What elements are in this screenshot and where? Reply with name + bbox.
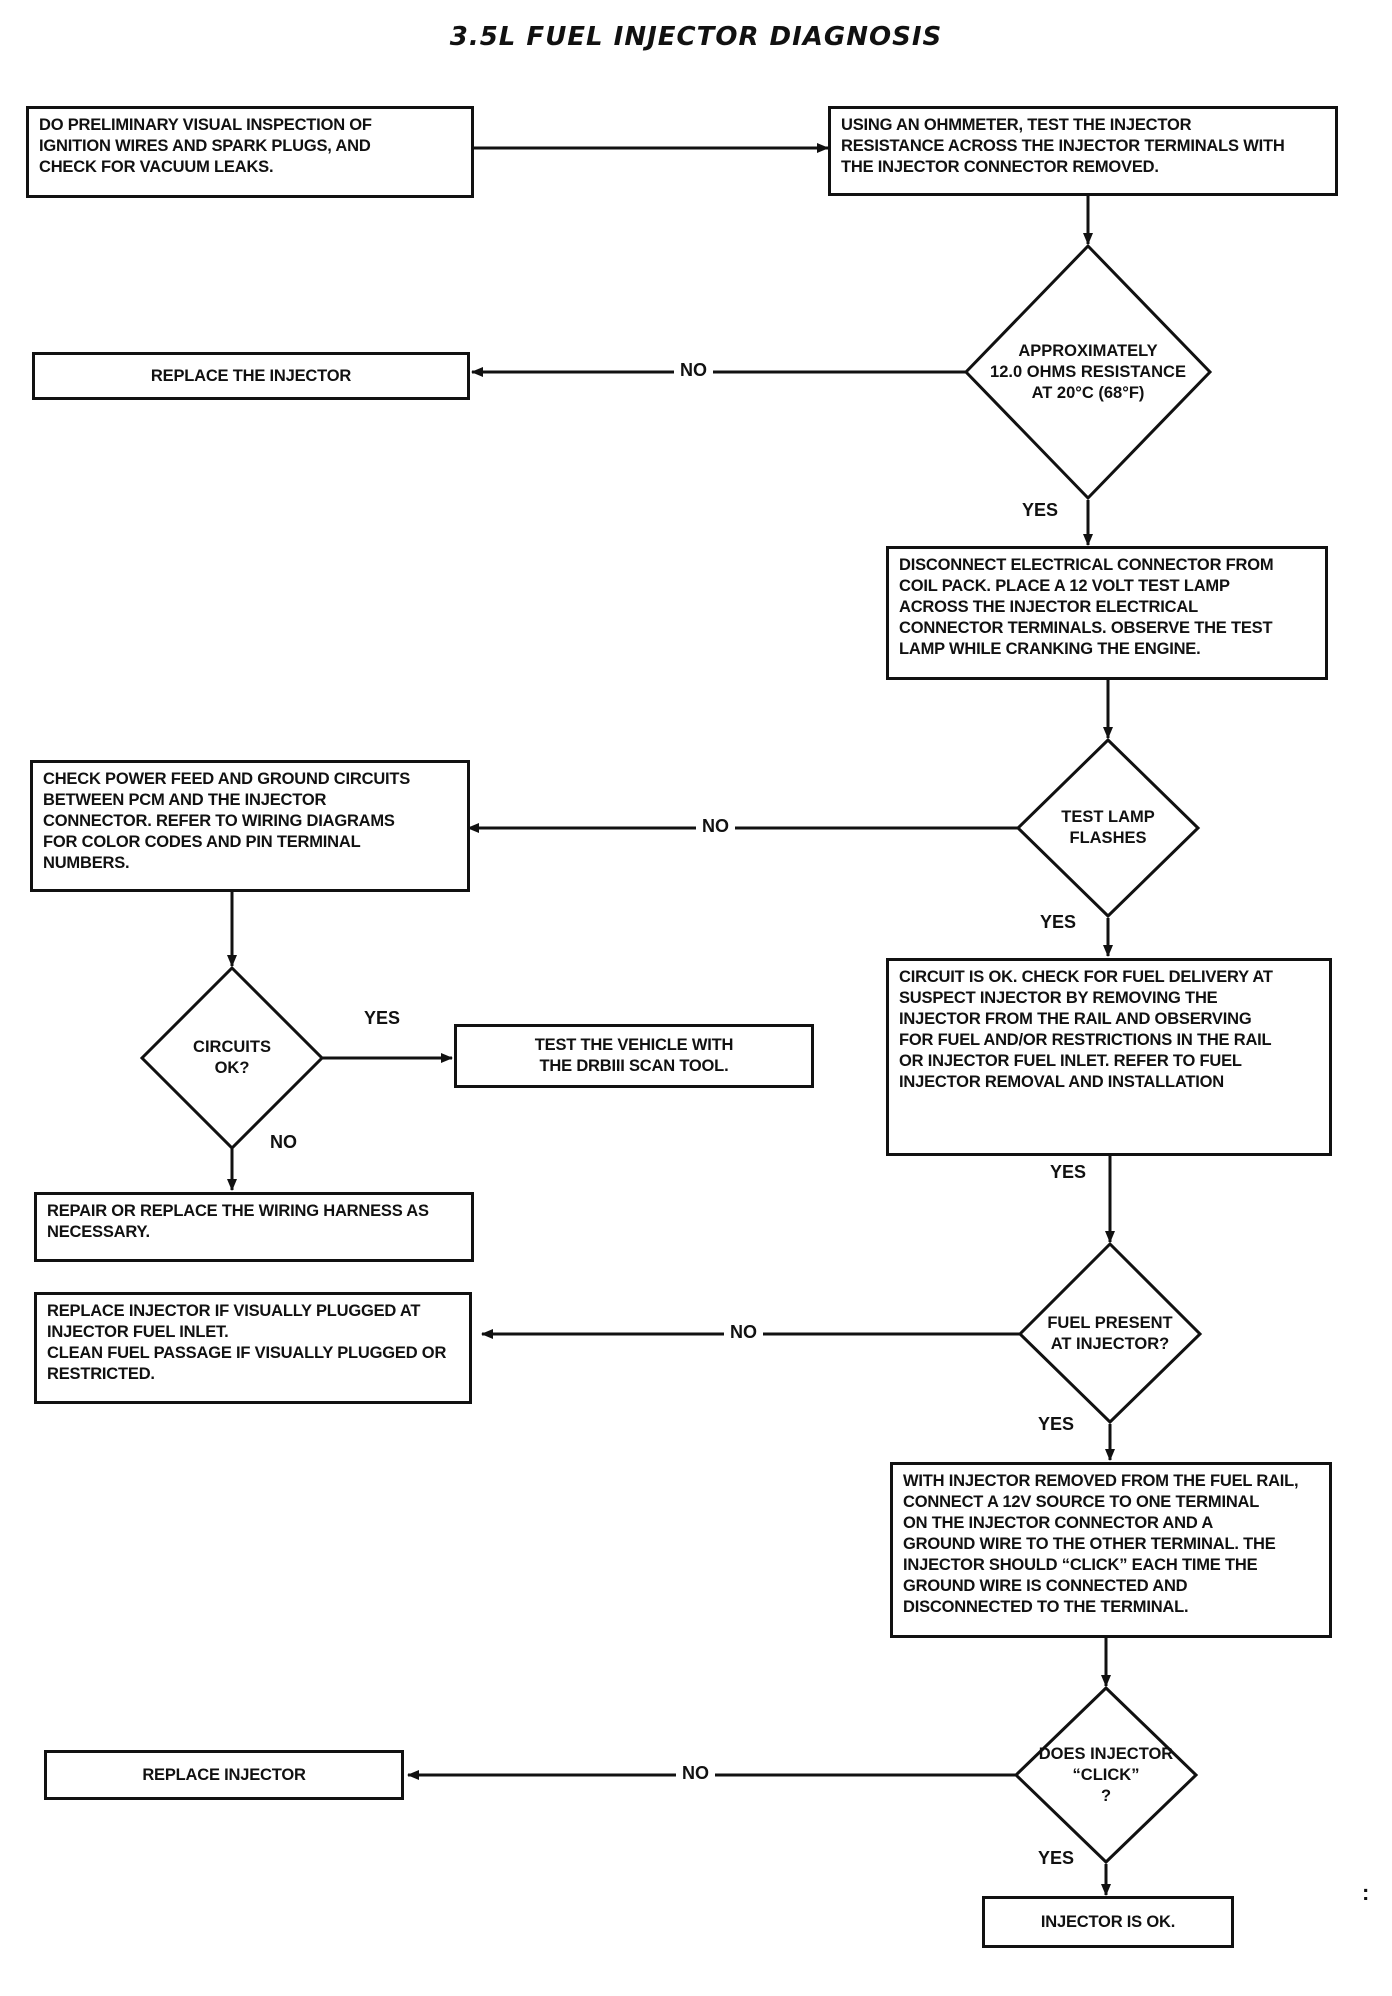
box-text: REPLACE INJECTOR IF VISUALLY PLUGGED AT … bbox=[47, 1302, 447, 1383]
label-no: NO bbox=[676, 1763, 715, 1784]
decision-diamond-resistance bbox=[963, 243, 1213, 501]
box-visual-inspection: DO PRELIMINARY VISUAL INSPECTION OF IGNI… bbox=[26, 106, 474, 198]
box-test-lamp-setup: DISCONNECT ELECTRICAL CONNECTOR FROM COI… bbox=[886, 546, 1328, 680]
page-mark: : bbox=[1362, 1880, 1370, 1905]
decision-text-test-lamp: TEST LAMP FLASHES bbox=[1061, 808, 1155, 847]
box-injector-ok: INJECTOR IS OK. bbox=[982, 1896, 1234, 1948]
decision-text-fuel-present: FUEL PRESENT AT INJECTOR? bbox=[1047, 1314, 1173, 1353]
box-text: REPLACE THE INJECTOR bbox=[150, 366, 352, 385]
label-no: NO bbox=[724, 1322, 763, 1343]
decision-diamond-fuel-present bbox=[1017, 1241, 1203, 1425]
box-text: REPLACE INJECTOR bbox=[142, 1765, 306, 1784]
label-no: NO bbox=[696, 816, 735, 837]
decision-text-circuits-ok: CIRCUITS OK? bbox=[193, 1038, 271, 1077]
label-yes: YES bbox=[1032, 1414, 1081, 1435]
label-yes: YES bbox=[1044, 1162, 1093, 1183]
label-yes: YES bbox=[1016, 500, 1065, 521]
box-repair-harness: REPAIR OR REPLACE THE WIRING HARNESS AS … bbox=[34, 1192, 474, 1262]
label-yes: YES bbox=[1034, 912, 1083, 933]
page-title: 3.5L FUEL INJECTOR DIAGNOSIS bbox=[449, 22, 943, 52]
box-scan-tool: TEST THE VEHICLE WITH THE DRBIII SCAN TO… bbox=[454, 1024, 814, 1088]
box-text: TEST THE VEHICLE WITH THE DRBIII SCAN TO… bbox=[534, 1036, 734, 1075]
box-text: USING AN OHMMETER, TEST THE INJECTOR RES… bbox=[841, 116, 1285, 176]
box-click-test: WITH INJECTOR REMOVED FROM THE FUEL RAIL… bbox=[890, 1462, 1332, 1638]
decision-text-resistance: APPROXIMATELY 12.0 OHMS RESISTANCE AT 20… bbox=[990, 341, 1186, 402]
box-text: WITH INJECTOR REMOVED FROM THE FUEL RAIL… bbox=[903, 1472, 1299, 1616]
box-ohmmeter-test: USING AN OHMMETER, TEST THE INJECTOR RES… bbox=[828, 106, 1338, 196]
label-no: NO bbox=[674, 360, 713, 381]
box-replace-if-plugged: REPLACE INJECTOR IF VISUALLY PLUGGED AT … bbox=[34, 1292, 472, 1404]
decision-diamond-does-click bbox=[1013, 1685, 1199, 1865]
box-check-power-feed: CHECK POWER FEED AND GROUND CIRCUITS BET… bbox=[30, 760, 470, 892]
box-text: CHECK POWER FEED AND GROUND CIRCUITS BET… bbox=[43, 770, 411, 872]
decision-text-does-click: DOES INJECTOR “CLICK” ? bbox=[1038, 1744, 1174, 1805]
label-yes: YES bbox=[1032, 1848, 1081, 1869]
box-text: REPAIR OR REPLACE THE WIRING HARNESS AS … bbox=[47, 1202, 429, 1241]
decision-diamond-test-lamp bbox=[1015, 737, 1201, 919]
box-text: CIRCUIT IS OK. CHECK FOR FUEL DELIVERY A… bbox=[899, 968, 1273, 1091]
box-text: DISCONNECT ELECTRICAL CONNECTOR FROM COI… bbox=[899, 556, 1274, 658]
box-replace-injector-2: REPLACE INJECTOR bbox=[44, 1750, 404, 1800]
box-text: DO PRELIMINARY VISUAL INSPECTION OF IGNI… bbox=[39, 116, 372, 176]
box-replace-injector-1: REPLACE THE INJECTOR bbox=[32, 352, 470, 400]
label-no: NO bbox=[264, 1132, 303, 1153]
decision-diamond-circuits-ok bbox=[139, 965, 325, 1151]
label-yes: YES bbox=[358, 1008, 407, 1029]
box-text: INJECTOR IS OK. bbox=[1040, 1912, 1176, 1931]
box-circuit-ok: CIRCUIT IS OK. CHECK FOR FUEL DELIVERY A… bbox=[886, 958, 1332, 1156]
